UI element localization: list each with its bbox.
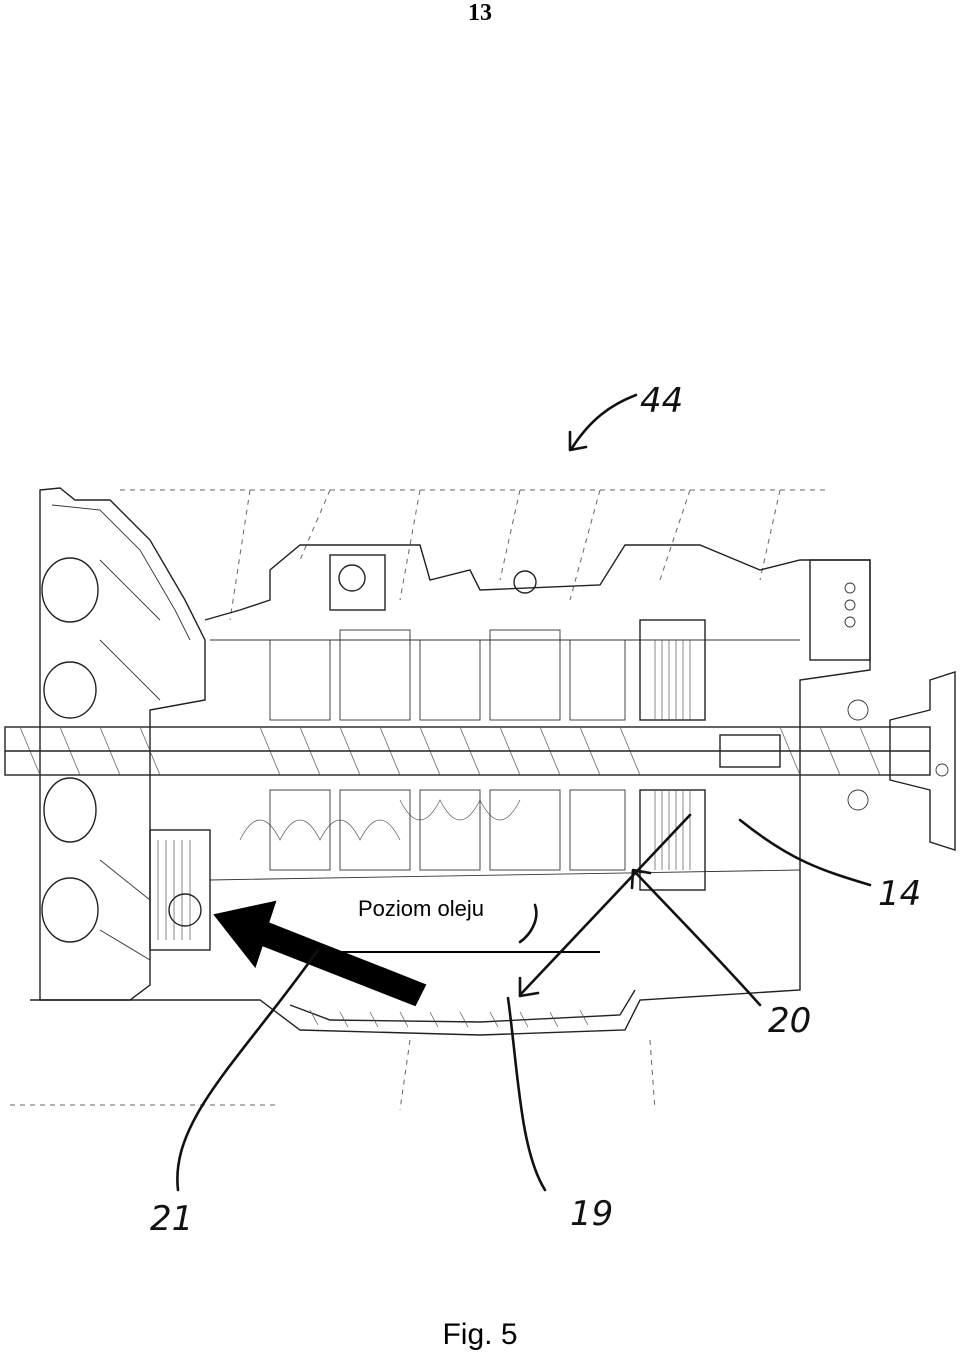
- oil-sump: [289, 989, 636, 1028]
- reference-21: 21: [150, 948, 320, 1239]
- reference-14: 14: [738, 818, 921, 914]
- reference-20: 20: [630, 868, 811, 1041]
- bell-housing: [30, 487, 206, 1001]
- reference-44: 44: [568, 381, 683, 452]
- gear-hatching: [239, 629, 691, 871]
- reference-19: 19: [506, 813, 692, 1234]
- reference-44-label: 44: [640, 381, 683, 421]
- reference-14-label: 14: [878, 874, 921, 914]
- reference-19-label: 19: [570, 1194, 613, 1234]
- reference-20-label: 20: [768, 1001, 811, 1041]
- transmission-housing: [150, 544, 871, 1036]
- oil-suction-arrow: [213, 900, 427, 1007]
- oil-level-label: Poziom oleju: [356, 896, 486, 922]
- reference-21-label: 21: [150, 1199, 193, 1239]
- main-shaft: [4, 726, 931, 776]
- pump-assembly: [149, 829, 211, 951]
- figure-caption: Fig. 5: [442, 1318, 518, 1351]
- top-dashed-leaders: [120, 489, 830, 621]
- page-number: 13: [468, 0, 492, 26]
- bottom-dashed-leaders: [10, 1039, 656, 1111]
- output-flange: [847, 671, 956, 851]
